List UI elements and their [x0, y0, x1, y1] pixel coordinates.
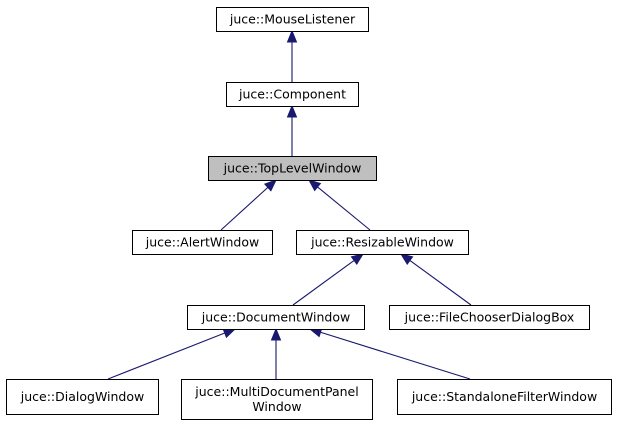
edge-dialogwindow-to-documentwindow: [107, 328, 237, 380]
edge-line: [107, 332, 225, 380]
class-box[interactable]: [181, 379, 373, 420]
class-label: juce::MouseListener: [229, 12, 356, 27]
arrowhead: [307, 179, 322, 192]
class-node-toplevelwindow[interactable]: juce::TopLevelWindow: [208, 156, 377, 181]
class-box[interactable]: [397, 379, 612, 415]
arrowhead: [263, 179, 277, 192]
class-node-alertwindow[interactable]: juce::AlertWindow: [132, 230, 273, 255]
class-box[interactable]: [389, 305, 590, 330]
class-label: juce::AlertWindow: [145, 235, 259, 250]
edge-documentwindow-to-resizablewindow: [292, 253, 365, 306]
class-label: juce::FileChooserDialogBox: [404, 310, 575, 325]
class-label: juce::ResizableWindow: [310, 235, 454, 250]
edge-line: [409, 260, 472, 306]
class-label: juce::Component: [238, 87, 346, 102]
class-node-documentwindow[interactable]: juce::DocumentWindow: [187, 305, 365, 330]
class-box[interactable]: [296, 230, 469, 255]
class-label: juce::TopLevelWindow: [223, 161, 362, 176]
edge-line: [320, 331, 471, 380]
edge-toplevelwindow-to-component: [286, 104, 298, 156]
class-box[interactable]: [6, 379, 159, 415]
class-label: Window: [252, 399, 301, 414]
class-box[interactable]: [226, 82, 359, 107]
arrowhead: [286, 104, 298, 118]
class-node-dialogwindow[interactable]: juce::DialogWindow: [6, 379, 159, 415]
edge-line: [292, 260, 355, 306]
edge-line: [317, 186, 371, 231]
edge-component-to-mouselistener: [286, 29, 298, 82]
arrowhead: [350, 253, 365, 266]
class-label: juce::DocumentWindow: [201, 310, 350, 325]
edge-resizablewindow-to-toplevelwindow: [307, 179, 371, 231]
class-box[interactable]: [216, 7, 369, 32]
class-node-filechooserdialogbox[interactable]: juce::FileChooserDialogBox: [389, 305, 590, 330]
arrowhead: [399, 253, 414, 266]
class-node-mouselistener[interactable]: juce::MouseListener: [216, 7, 369, 32]
class-node-standalonefilterwindow[interactable]: juce::StandaloneFilterWindow: [397, 379, 612, 415]
class-label: juce::MultiDocumentPanel: [194, 384, 358, 399]
class-box[interactable]: [187, 305, 365, 330]
nodes-layer: juce::MouseListenerjuce::Componentjuce::…: [6, 7, 612, 420]
class-label: juce::DialogWindow: [20, 389, 144, 404]
edge-alertwindow-to-toplevelwindow: [220, 179, 277, 231]
arrowhead: [222, 328, 237, 339]
edge-standalonefilterwindow-to-documentwindow: [308, 327, 471, 380]
class-label: juce::StandaloneFilterWindow: [411, 389, 597, 404]
arrowhead: [286, 29, 298, 43]
class-node-resizablewindow[interactable]: juce::ResizableWindow: [296, 230, 469, 255]
edge-line: [220, 186, 269, 231]
edges-layer: [107, 29, 472, 380]
class-box[interactable]: [132, 230, 273, 255]
arrowhead: [270, 327, 282, 341]
class-node-component[interactable]: juce::Component: [226, 82, 359, 107]
edge-multidocumentpanelwindow-to-documentwindow: [270, 327, 282, 379]
edge-filechooserdialogbox-to-resizablewindow: [399, 253, 472, 306]
class-box[interactable]: [208, 156, 377, 181]
